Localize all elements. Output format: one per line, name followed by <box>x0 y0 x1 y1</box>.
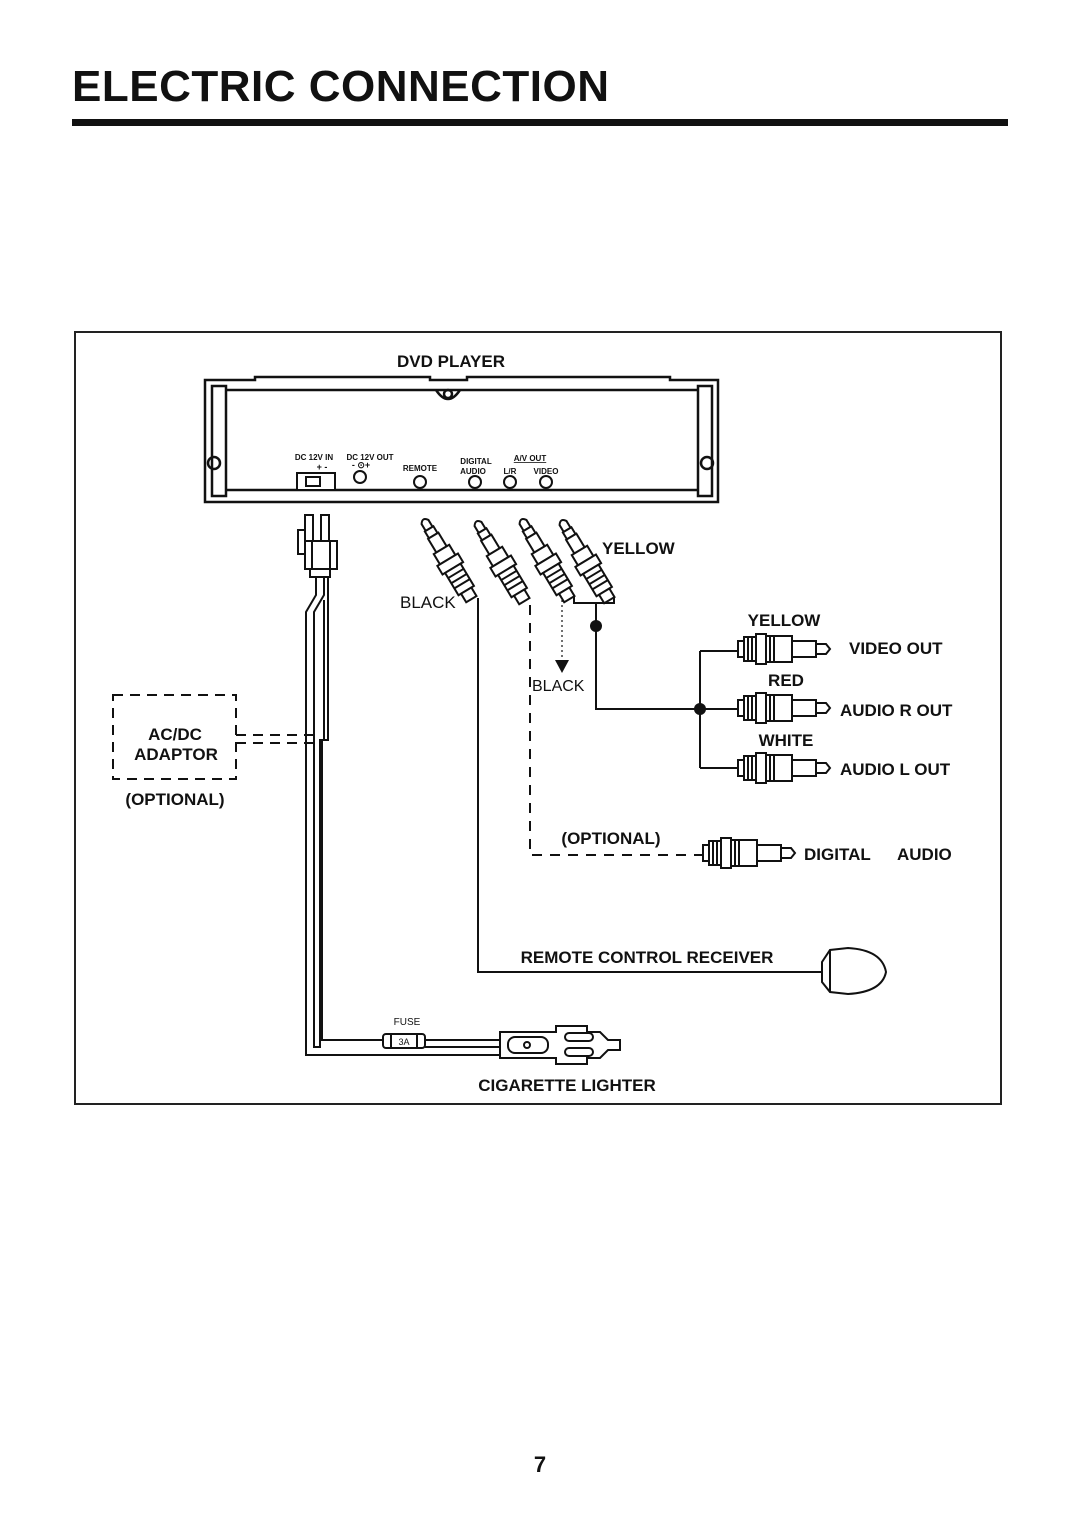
cigarette-lighter-plug <box>499 1025 621 1065</box>
dc-out-port-label: DC 12V OUT <box>346 453 393 462</box>
red-rca-label: RED <box>768 671 804 690</box>
digital-audio-port-label: AUDIO <box>460 467 486 476</box>
audio-r-out-label: AUDIO R OUT <box>840 701 953 720</box>
dvd-player-panel <box>203 375 720 504</box>
dc-in-port-label: DC 12V IN <box>295 453 333 462</box>
remote-receiver-label: REMOTE CONTROL RECEIVER <box>521 948 774 967</box>
splitter-junction-mid <box>694 703 706 715</box>
video-socket <box>539 475 553 489</box>
black-indicator-arrow <box>555 660 569 673</box>
dc-out-socket <box>353 470 367 484</box>
white-rca-label: WHITE <box>759 731 814 750</box>
black-plug-label: BLACK <box>400 593 456 612</box>
fuse-rating: 3A <box>398 1037 409 1047</box>
fuse <box>382 1033 501 1056</box>
adaptor-box <box>112 694 316 780</box>
audio-l-rca-plug <box>737 752 831 784</box>
remote-port-label: REMOTE <box>403 464 438 473</box>
adaptor-label-line1: AC/DC <box>148 725 202 744</box>
audio-r-rca-plug <box>737 692 831 724</box>
splitter-junction-top <box>590 620 602 632</box>
digital-port-label: DIGITAL <box>460 457 492 466</box>
remote-receiver <box>821 946 888 996</box>
page-number: 7 <box>533 1452 547 1477</box>
remote-socket <box>413 475 427 489</box>
lr-socket <box>503 475 517 489</box>
yellow-rca-label: YELLOW <box>748 611 822 630</box>
page-title: ELECTRIC CONNECTION <box>72 62 610 111</box>
title-rule <box>72 119 1008 126</box>
cigarette-lighter-label: CIGARETTE LIGHTER <box>478 1076 656 1095</box>
panel-ports <box>296 470 553 491</box>
audio-output-label: AUDIO <box>897 845 952 864</box>
adaptor-label-line2: ADAPTOR <box>134 745 218 764</box>
dc-connector <box>297 514 338 578</box>
video-out-label: VIDEO OUT <box>849 639 943 658</box>
optional-digital-label: (OPTIONAL) <box>561 829 660 848</box>
dc-out-polarity-label: - ⊙+ <box>352 460 370 470</box>
power-cable <box>305 577 397 1056</box>
digital-audio-socket <box>468 475 482 489</box>
digital-audio-cable <box>529 605 703 856</box>
video-rca-plug <box>737 633 831 665</box>
audio-l-out-label: AUDIO L OUT <box>840 760 951 779</box>
fuse-label: FUSE <box>394 1017 421 1028</box>
av-out-port-label: A/V OUT <box>514 454 547 463</box>
black-optional-label: BLACK <box>532 678 585 695</box>
video-port-label: VIDEO <box>534 467 559 476</box>
dvd-player-label: DVD PLAYER <box>397 352 505 371</box>
lr-port-label: L/R <box>504 467 517 476</box>
digital-audio-plug <box>702 837 796 869</box>
digital-output-label: DIGITAL <box>804 845 871 864</box>
dc-in-polarity-label: + - <box>317 462 328 472</box>
remote-cable <box>477 598 822 973</box>
yellow-plug-label: YELLOW <box>602 539 676 558</box>
adaptor-optional-label: (OPTIONAL) <box>125 790 224 809</box>
diagram-frame <box>74 331 1002 1105</box>
jack-remote <box>412 512 483 607</box>
